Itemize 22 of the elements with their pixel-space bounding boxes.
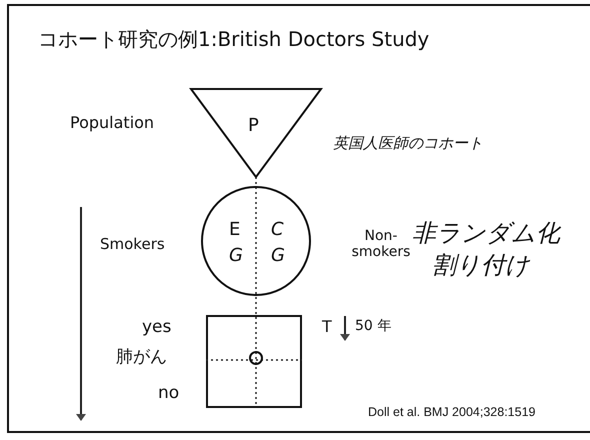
outcome-square — [206, 315, 302, 408]
duration-label: 50 年 — [355, 318, 392, 334]
outcome-label: 肺がん — [116, 348, 167, 368]
group-label: Population — [70, 114, 154, 132]
node-letter: G — [229, 246, 243, 267]
cohort-note: 英国人医師のコホート — [333, 135, 483, 152]
triangle-shape — [190, 88, 322, 178]
group-label: Non- smokers — [350, 228, 412, 260]
allocation-note: 非ランダム化 — [412, 220, 560, 248]
node-letter: E — [229, 220, 240, 241]
node-letter: C — [271, 220, 284, 241]
time-label: T — [322, 318, 332, 336]
marker-circle — [249, 351, 263, 365]
node-letter: G — [271, 246, 285, 267]
node-letter: P — [248, 116, 259, 137]
outcome-label: yes — [142, 318, 172, 338]
allocation-note: 割り付け — [432, 252, 530, 280]
group-label: Smokers — [100, 236, 165, 254]
citation-text: Doll et al. BMJ 2004;328:1519 — [368, 405, 536, 420]
outcome-label: no — [158, 384, 180, 404]
slide-title: コホート研究の例1:British Doctors Study — [38, 28, 430, 51]
circle-shape — [201, 186, 311, 296]
